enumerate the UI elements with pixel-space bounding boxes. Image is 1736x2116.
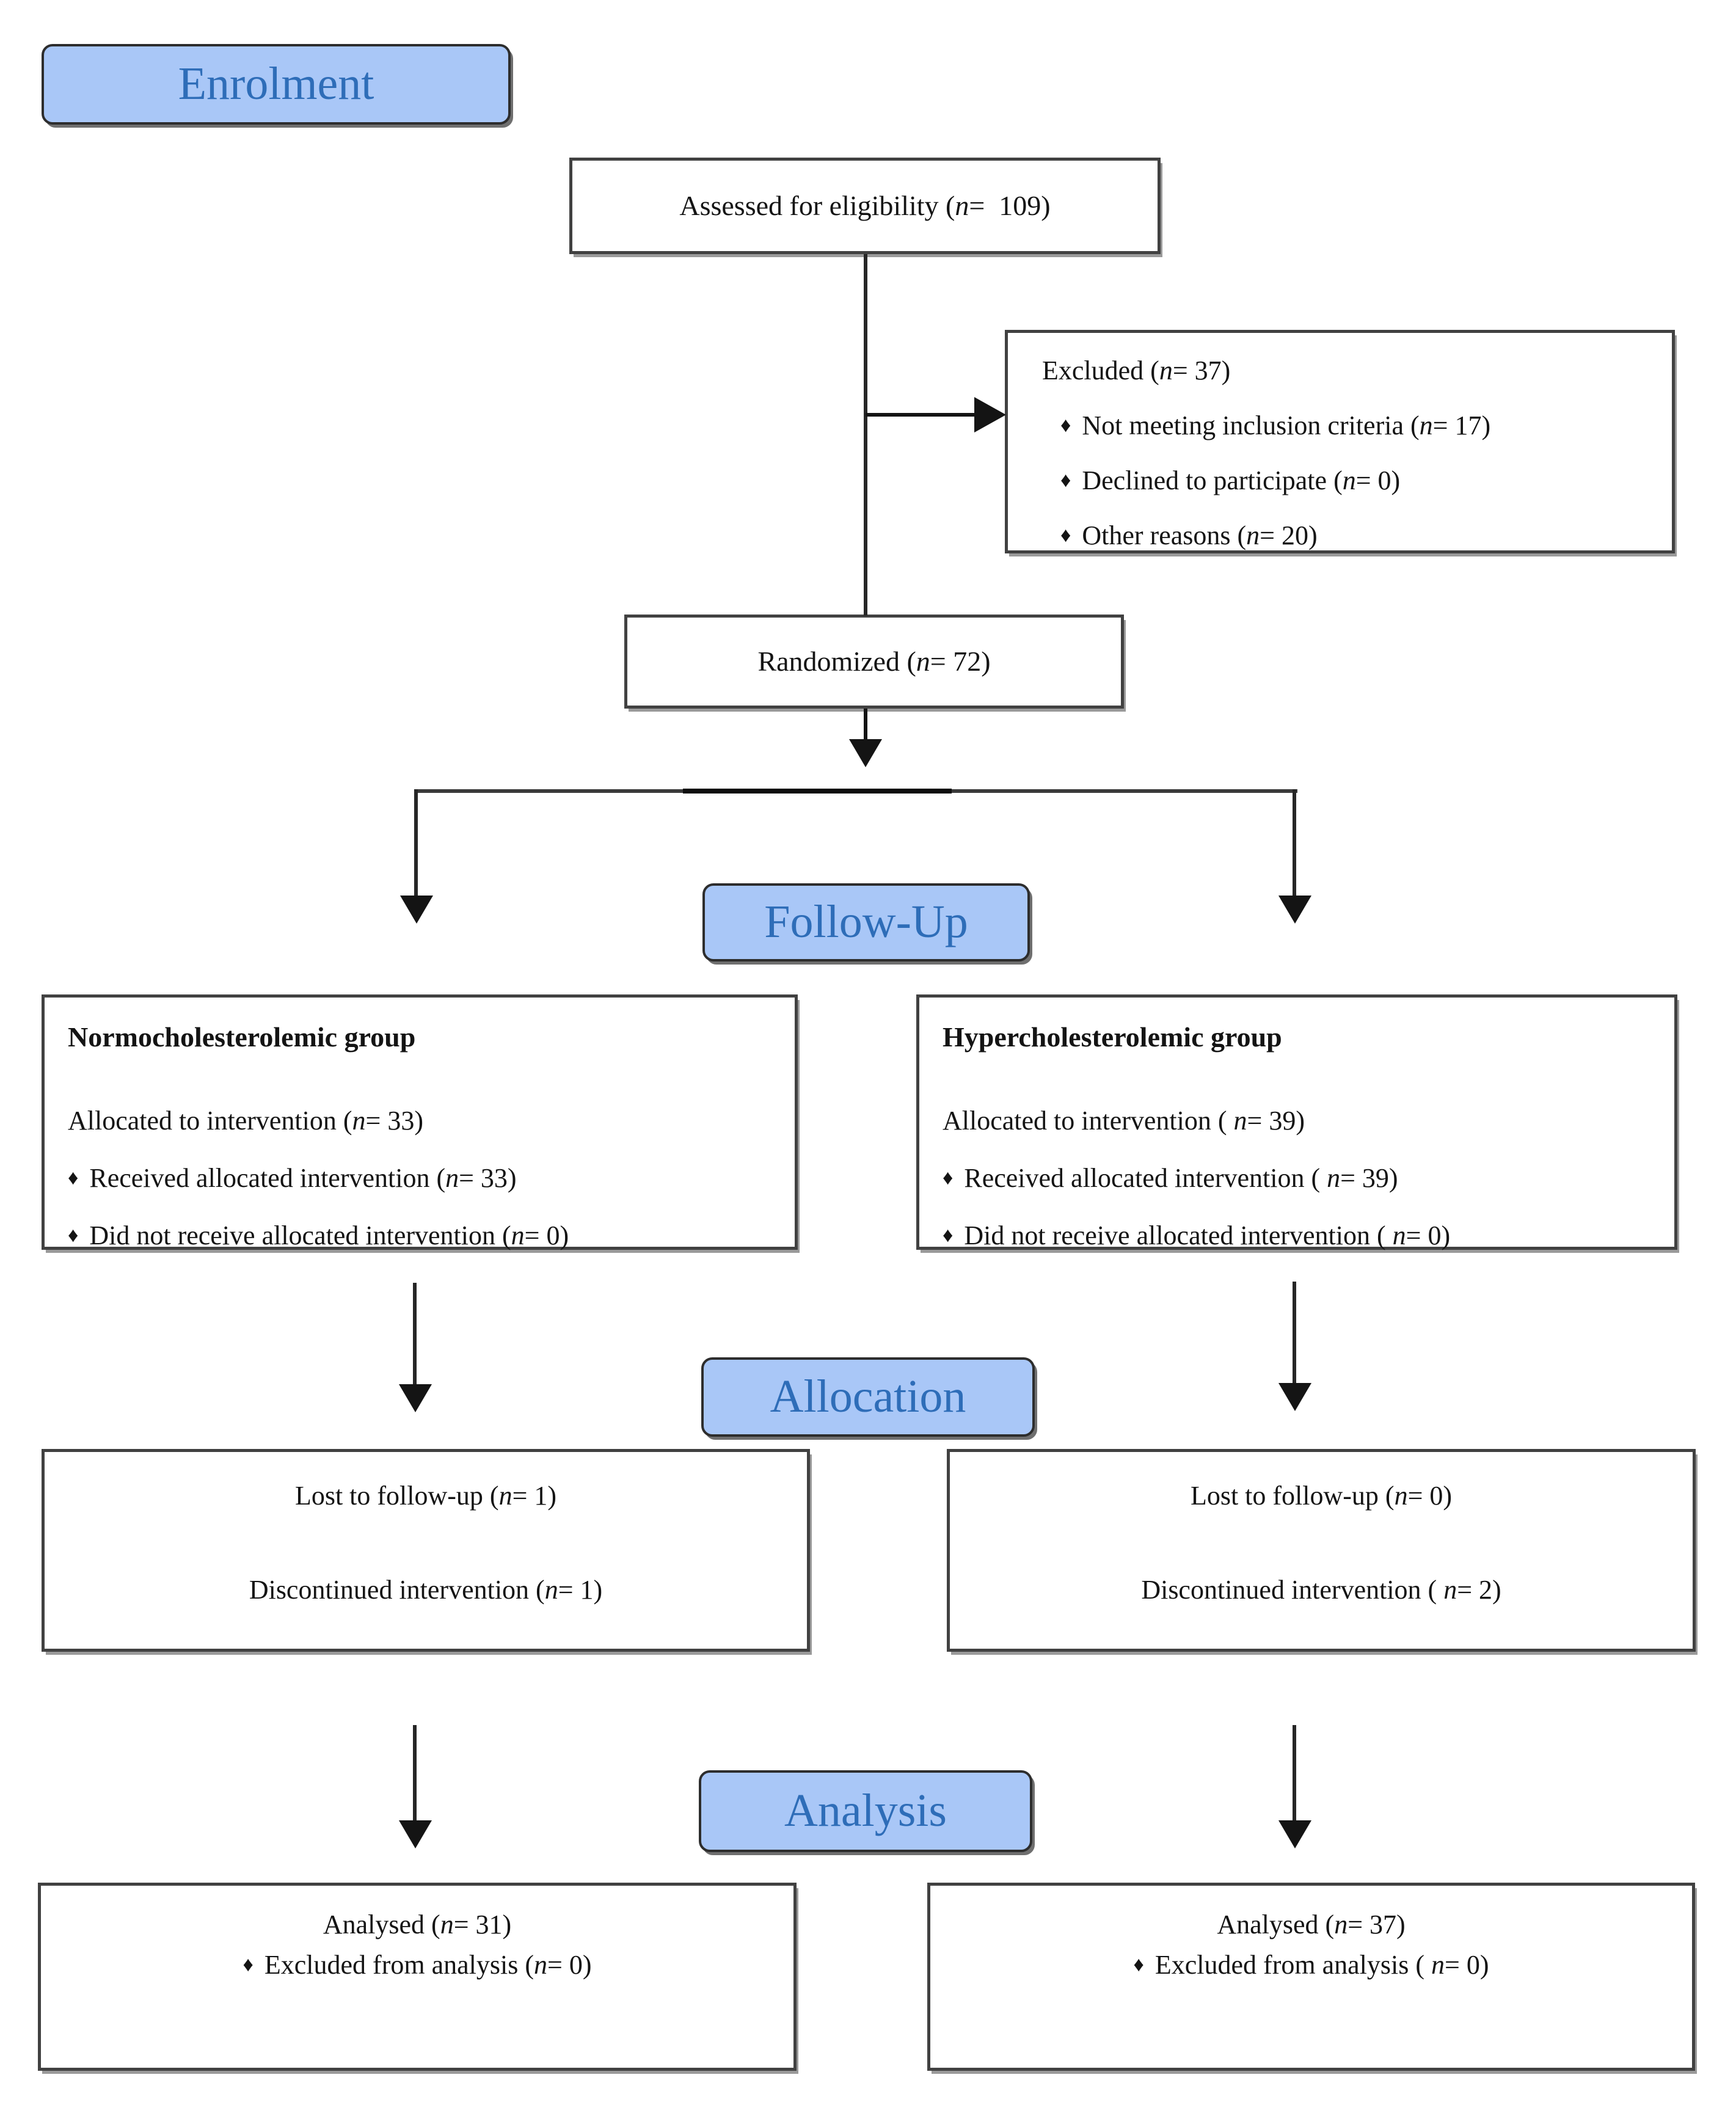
group-bullet-text: Did not receive allocated intervention (… [89, 1220, 569, 1251]
hypercholesterolemic-group-box: Hypercholesterolemic group Allocated to … [916, 994, 1677, 1250]
excluded-bullet-row: ♦ Not meeting inclusion criteria (n= 17) [1060, 410, 1650, 442]
analysed-left-box: Analysed (n= 31) ♦ Excluded from analysi… [38, 1883, 797, 2071]
stage-label-analysis-text: Analysis [784, 1785, 947, 1837]
connector-assessed-to-randomized-line [864, 254, 867, 616]
group-bullet-row: ♦ Received allocated intervention ( n= 3… [943, 1162, 1658, 1194]
excluded-bullet-row: ♦ Declined to participate (n= 0) [1060, 465, 1650, 497]
randomized-box: Randomized (n= 72) [624, 615, 1124, 709]
excluded-title: Excluded (n= 37) [1042, 356, 1231, 385]
connector-left-group-to-lost-line [413, 1283, 417, 1385]
connector-branch-right-line [1293, 789, 1296, 897]
analysed-bullet-row: ♦ Excluded from analysis ( n= 0) [930, 1949, 1692, 1981]
lost-line: Lost to follow-up (n= 1) [294, 1481, 557, 1511]
stage-label-enrolment-text: Enrolment [178, 58, 374, 110]
analysed-right-box: Analysed (n= 37) ♦ Excluded from analysi… [927, 1883, 1695, 2071]
arrowhead-down-icon [399, 1384, 432, 1412]
stage-label-follow-up-text: Follow-Up [764, 896, 968, 948]
arrowhead-down-icon [399, 1820, 432, 1848]
stage-label-analysis: Analysis [699, 1770, 1032, 1852]
bullet-diamond-icon: ♦ [1060, 524, 1071, 547]
bullet-diamond-icon: ♦ [943, 1167, 954, 1190]
connector-right-group-to-lost-line [1293, 1282, 1296, 1384]
connector-branch-left-line [414, 789, 418, 897]
group-bullet-text: Did not receive allocated intervention (… [964, 1220, 1451, 1251]
connector-to-excluded-line [866, 413, 976, 417]
discontinued-line: Discontinued intervention (n= 1) [249, 1574, 603, 1605]
arrowhead-right-icon [974, 397, 1006, 432]
connector-left-lost-to-analysed-line [413, 1725, 417, 1822]
normocholesterolemic-group-box: Normocholesterolemic group Allocated to … [42, 994, 798, 1250]
group-title: Normocholesterolemic group [68, 1021, 416, 1053]
group-title: Hypercholesterolemic group [943, 1021, 1282, 1053]
analysed-bullet-text: Excluded from analysis (n= 0) [264, 1949, 592, 1980]
randomized-text: Randomized (n= 72) [757, 645, 991, 677]
analysed-bullet-row: ♦ Excluded from analysis (n= 0) [41, 1949, 793, 1981]
bullet-diamond-icon: ♦ [1133, 1953, 1144, 1976]
excluded-box: Excluded (n= 37) ♦ Not meeting inclusion… [1005, 330, 1675, 553]
connector-right-lost-to-analysed-line [1293, 1725, 1296, 1822]
lost-to-follow-up-right-box: Lost to follow-up (n= 0) Discontinued in… [947, 1449, 1696, 1652]
arrowhead-down-icon [1278, 896, 1311, 924]
group-bullet-text: Received allocated intervention (n= 33) [89, 1163, 517, 1194]
lost-to-follow-up-left-box: Lost to follow-up (n= 1) Discontinued in… [42, 1449, 810, 1652]
stage-label-allocation-text: Allocation [770, 1371, 966, 1423]
excluded-bullet-text: Declined to participate (n= 0) [1082, 465, 1401, 495]
excluded-bullet-row: ♦ Other reasons (n= 20) [1060, 520, 1650, 552]
arrowhead-down-icon [1278, 1820, 1311, 1848]
bullet-diamond-icon: ♦ [68, 1224, 79, 1247]
bullet-diamond-icon: ♦ [68, 1167, 79, 1190]
assessed-text: Assessed for eligibility (n= 109) [679, 189, 1051, 221]
arrowhead-down-icon [1278, 1383, 1311, 1411]
stage-label-follow-up: Follow-Up [702, 883, 1030, 961]
lost-line: Lost to follow-up (n= 0) [1190, 1481, 1453, 1511]
bullet-diamond-icon: ♦ [1060, 469, 1071, 492]
connector-randomized-down-line [864, 709, 867, 740]
connector-branch-line-overlap [683, 789, 952, 794]
analysed-line: Analysed (n= 31) [323, 1910, 512, 1939]
bullet-diamond-icon: ♦ [1060, 414, 1071, 437]
bullet-diamond-icon: ♦ [243, 1953, 253, 1976]
group-bullet-text: Received allocated intervention ( n= 39) [964, 1163, 1398, 1194]
bullet-diamond-icon: ♦ [943, 1224, 954, 1247]
stage-label-allocation: Allocation [701, 1357, 1035, 1437]
group-bullet-row: ♦ Did not receive allocated intervention… [68, 1220, 779, 1252]
allocated-line: Allocated to intervention (n= 33) [68, 1106, 423, 1136]
group-bullet-row: ♦ Received allocated intervention (n= 33… [68, 1162, 779, 1194]
discontinued-line: Discontinued intervention ( n= 2) [1141, 1574, 1501, 1605]
excluded-bullet-text: Not meeting inclusion criteria (n= 17) [1082, 410, 1491, 440]
analysed-line: Analysed (n= 37) [1217, 1910, 1406, 1939]
stage-label-enrolment: Enrolment [42, 44, 511, 125]
arrowhead-down-icon [849, 739, 882, 767]
arrowhead-down-icon [400, 896, 433, 924]
assessed-for-eligibility-box: Assessed for eligibility (n= 109) [569, 158, 1161, 254]
group-bullet-row: ♦ Did not receive allocated intervention… [943, 1220, 1658, 1252]
excluded-bullet-text: Other reasons (n= 20) [1082, 520, 1318, 550]
analysed-bullet-text: Excluded from analysis ( n= 0) [1154, 1949, 1489, 1980]
allocated-line: Allocated to intervention ( n= 39) [943, 1106, 1305, 1136]
